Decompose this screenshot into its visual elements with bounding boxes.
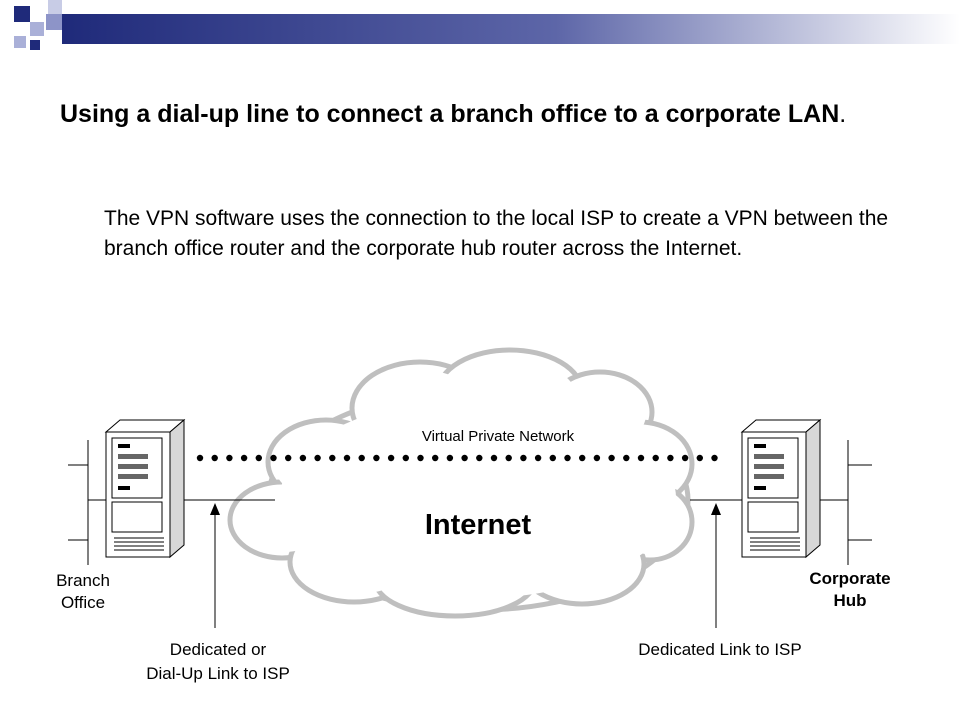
vpn-dot [652, 454, 659, 462]
right-link-arrow [711, 503, 721, 628]
vpn-diagram: Virtual Private Network Internet [56, 347, 891, 683]
left-link-arrow [210, 503, 220, 628]
vpn-dot [226, 454, 233, 462]
vpn-dot [637, 454, 645, 462]
vpn-dot [299, 454, 307, 462]
branch-label-line1: Branch [56, 571, 110, 590]
slide-heading: Using a dial-up line to connect a branch… [60, 96, 944, 132]
vpn-dot [711, 454, 718, 462]
vpn-dot [255, 454, 262, 462]
vpn-dot [343, 454, 351, 462]
hub-label-line2: Hub [833, 591, 866, 610]
vpn-dot [329, 454, 336, 462]
vpn-dot [696, 454, 703, 462]
branch-label-line2: Office [61, 593, 105, 612]
vpn-dot [608, 454, 615, 462]
slide-body-text: The VPN software uses the connection to … [104, 207, 889, 260]
vpn-dot [490, 454, 498, 462]
vpn-dot [505, 454, 512, 462]
vpn-dot [240, 454, 248, 462]
left-link-label-line1: Dedicated or [170, 640, 267, 659]
vpn-dot [623, 454, 630, 462]
vpn-dot [432, 454, 439, 462]
header-banner [14, 0, 960, 50]
vpn-dot [211, 454, 218, 462]
vpn-dot [373, 454, 380, 462]
hub-lan [820, 440, 872, 565]
vpn-dot [402, 454, 409, 462]
vpn-label: Virtual Private Network [422, 428, 575, 445]
vpn-dot [417, 454, 424, 462]
vpn-dot [358, 454, 365, 462]
vpn-dot [476, 454, 483, 462]
vpn-dot [461, 454, 468, 462]
branch-lan [68, 440, 106, 565]
vpn-dot [520, 454, 527, 462]
vpn-dot [314, 454, 321, 462]
internet-label: Internet [425, 509, 532, 541]
branch-office-router-icon [104, 418, 186, 559]
vpn-dot [549, 454, 556, 462]
hub-label-line1: Corporate [809, 569, 890, 588]
vpn-dot [593, 454, 601, 462]
left-link-label-line2: Dial-Up Link to ISP [146, 664, 290, 683]
vpn-dot [387, 454, 395, 462]
heading-text: Using a dial-up line to connect a branch… [60, 100, 840, 128]
vpn-dot [285, 454, 292, 462]
vpn-tunnel-dots [196, 454, 718, 462]
right-link-label: Dedicated Link to ISP [638, 640, 801, 659]
vpn-dot [534, 454, 542, 462]
vpn-dot [270, 454, 277, 462]
vpn-dot [579, 454, 586, 462]
heading-end: . [839, 100, 847, 128]
vpn-dot [667, 454, 674, 462]
vpn-dot [196, 454, 204, 462]
vpn-dot [564, 454, 571, 462]
vpn-dot [681, 454, 689, 462]
vpn-dot [446, 454, 454, 462]
corporate-hub-router-icon [740, 418, 822, 559]
